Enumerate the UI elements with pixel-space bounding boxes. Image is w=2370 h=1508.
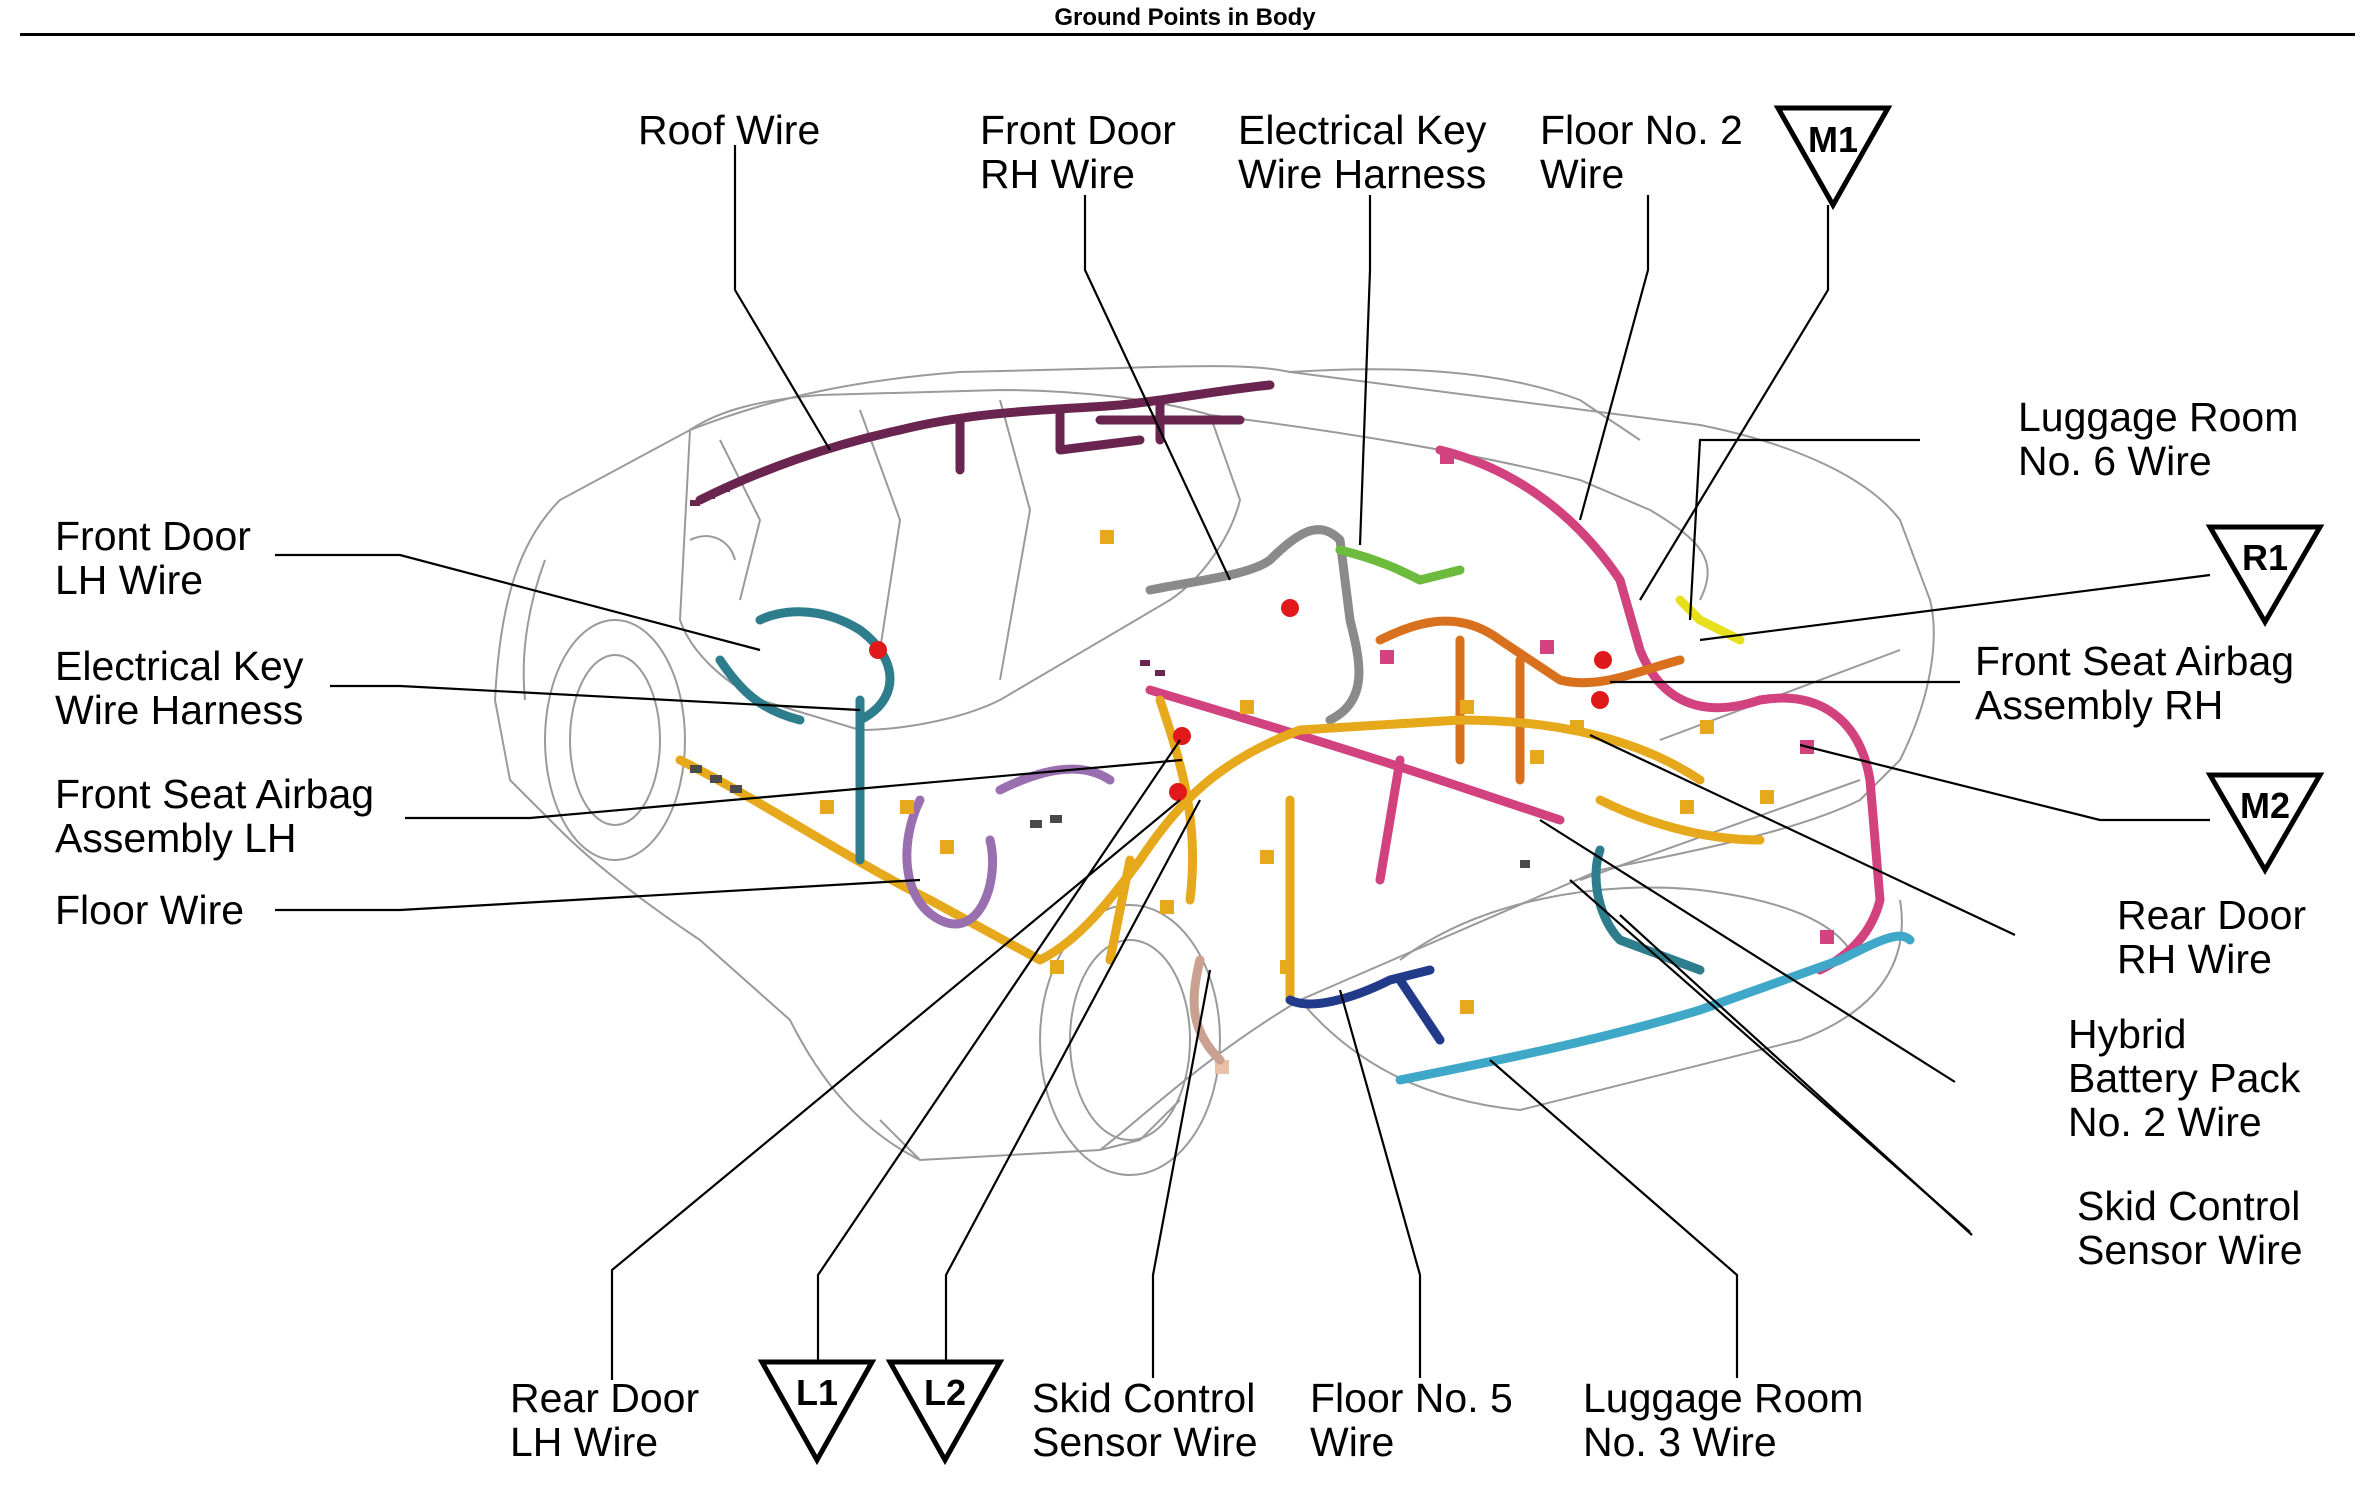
svg-text:M2: M2 [2240,785,2290,826]
leader-lines [275,145,2211,1380]
label-rear-door-rh-wire: Rear Door RH Wire [2117,892,2318,982]
label-floor-no5-wire: Floor No. 5 Wire [1310,1375,1524,1465]
label-electrical-key-top: Electrical Key Wire Harness [1238,107,1498,197]
gray-harness [1145,525,1364,725]
label-front-door-lh-wire: Front Door LH Wire [55,513,262,603]
roof-harness [695,380,1275,505]
page-title: Ground Points in Body [1054,4,1316,31]
label-electrical-key-left: Electrical Key Wire Harness [55,643,315,733]
svg-text:L1: L1 [796,1372,838,1413]
teal-harness [715,607,1705,975]
label-luggage-room-no6: Luggage Room No. 6 Wire [2018,394,2310,484]
label-skid-control-bottom: Skid Control Sensor Wire [1032,1375,1267,1465]
label-floor-no2-wire: Floor No. 2 Wire [1540,107,1754,197]
label-front-seat-airbag-lh: Front Seat Airbag Assembly LH [55,771,385,861]
ground-point-l1: L1 [757,1359,877,1466]
cyan-harness [1395,931,1915,1085]
label-skid-control-right: Skid Control Sensor Wire [2077,1183,2312,1273]
label-roof-wire: Roof Wire [638,107,820,153]
navy-harness [1285,965,1445,1045]
label-floor-wire: Floor Wire [55,887,244,933]
wire-harnesses [675,380,1915,1085]
label-hybrid-battery-pack: Hybrid Battery Pack No. 2 Wire [2068,1011,2312,1145]
ground-point-m2: M2 [2205,772,2325,875]
title-rule [20,33,2355,36]
svg-text:M1: M1 [1808,119,1858,160]
green-harness [1335,545,1465,585]
label-luggage-room-no3: Luggage Room No. 3 Wire [1583,1375,1875,1465]
pink-harness [1145,445,1885,975]
label-rear-door-lh-wire: Rear Door LH Wire [510,1375,711,1465]
svg-text:R1: R1 [2242,537,2288,578]
svg-text:L2: L2 [924,1372,966,1413]
ground-point-l2: L2 [885,1359,1005,1466]
ground-point-m1: M1 [1773,105,1893,211]
label-front-door-rh-wire: Front Door RH Wire [980,107,1187,197]
label-front-seat-airbag-rh: Front Seat Airbag Assembly RH [1975,638,2305,728]
ground-point-r1: R1 [2205,524,2325,627]
